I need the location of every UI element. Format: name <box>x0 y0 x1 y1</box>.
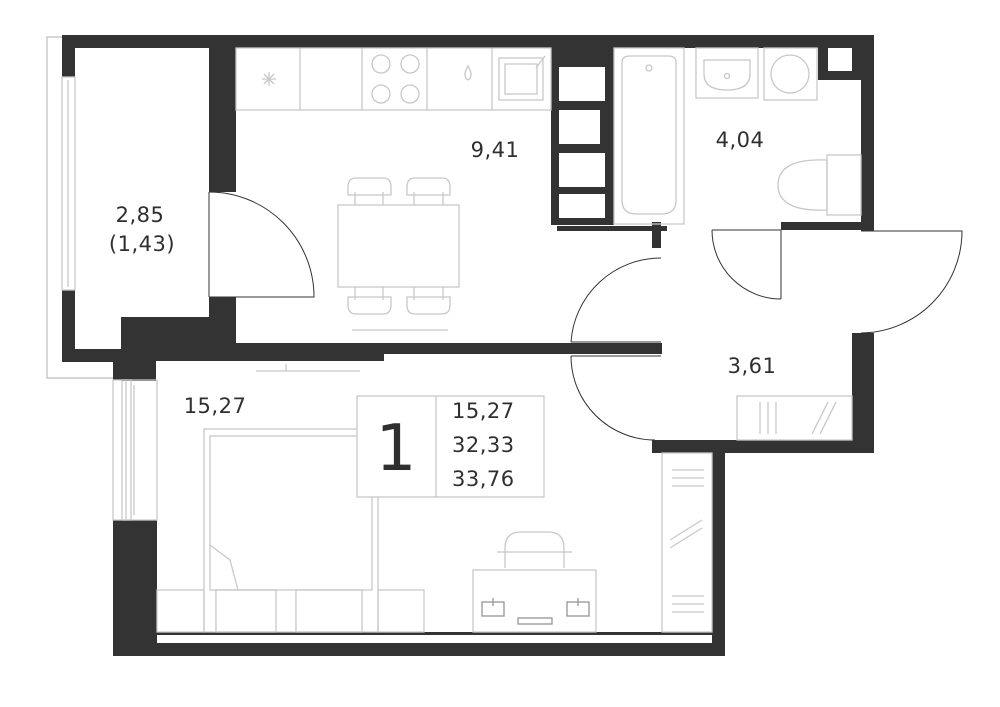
bathtub-icon <box>613 47 685 225</box>
living-room-furniture <box>156 364 713 633</box>
room-count: 1 <box>376 412 417 486</box>
kitchen-area-label: 9,41 <box>471 138 520 162</box>
balcony-reduced-area-label: (1,43) <box>109 232 175 256</box>
washbasin-icon <box>695 47 759 99</box>
hood-icon <box>262 72 276 86</box>
living-wardrobe <box>661 452 713 633</box>
hallway-wardrobe <box>736 395 853 441</box>
doors <box>208 191 963 441</box>
living-room-area-label: 15,27 <box>184 394 247 418</box>
washing-machine-icon <box>763 47 818 101</box>
summary-total-with-balcony: 33,76 <box>452 467 515 491</box>
summary-living-area: 15,27 <box>452 399 515 423</box>
dining-table <box>337 177 460 331</box>
sink-icon <box>498 55 546 101</box>
walls <box>62 35 874 656</box>
balcony-outline <box>46 36 113 379</box>
windows <box>61 76 158 521</box>
toilet-icon <box>777 154 862 216</box>
stove-icon <box>371 54 420 104</box>
summary-box <box>356 395 545 498</box>
balcony-area-label: 2,85 <box>116 203 165 227</box>
summary-total-area: 32,33 <box>452 433 515 457</box>
bed <box>156 428 425 633</box>
bathroom-furniture <box>613 47 862 225</box>
bathroom-area-label: 4,04 <box>716 128 765 152</box>
water-drop-icon <box>464 64 472 81</box>
kitchen-furniture <box>235 47 552 331</box>
hallway-area-label: 3,61 <box>728 354 777 378</box>
desk <box>472 531 597 633</box>
